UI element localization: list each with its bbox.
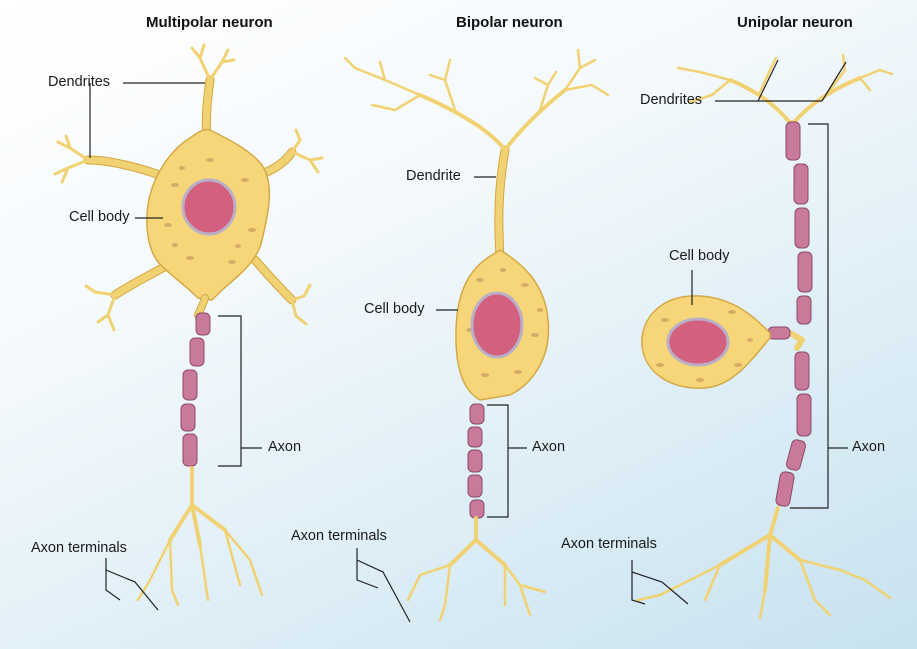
label-unipolar-axon-terminals: Axon terminals bbox=[561, 536, 657, 552]
title-bipolar-neuron: Bipolar neuron bbox=[456, 14, 563, 31]
label-unipolar-dendrites: Dendrites bbox=[640, 92, 703, 108]
label-bipolar-dendrite: Dendrite bbox=[406, 168, 461, 184]
multipolar-nucleus bbox=[181, 178, 237, 236]
multipolar-axon-terminals bbox=[136, 466, 264, 607]
bipolar-leader-lines bbox=[356, 176, 527, 623]
label-bipolar-cell-body: Cell body bbox=[364, 301, 425, 317]
unipolar-myelin-sheath-upper bbox=[785, 121, 813, 325]
multipolar-cytoplasm-specks bbox=[164, 158, 256, 264]
bipolar-dendrite-tree bbox=[343, 48, 610, 263]
label-multipolar-dendrites: Dendrites bbox=[48, 74, 111, 90]
label-bipolar-axon-terminals: Axon terminals bbox=[291, 528, 387, 544]
label-multipolar-axon: Axon bbox=[268, 439, 302, 455]
bipolar-nucleus bbox=[470, 291, 524, 359]
bipolar-neuron bbox=[343, 48, 610, 623]
multipolar-leader-lines bbox=[89, 82, 262, 611]
unipolar-cytoplasm-specks bbox=[656, 310, 753, 382]
bipolar-myelin-sheath bbox=[467, 403, 485, 519]
unipolar-myelin-sheath-lower bbox=[775, 351, 812, 507]
title-multipolar-neuron: Multipolar neuron bbox=[146, 14, 273, 31]
label-unipolar-cell-body: Cell body bbox=[669, 248, 730, 264]
multipolar-myelin-sheath bbox=[180, 312, 211, 467]
unipolar-neuron bbox=[631, 53, 894, 620]
unipolar-nucleus bbox=[666, 317, 730, 367]
bipolar-axon-terminals bbox=[406, 516, 547, 622]
label-multipolar-axon-terminals: Axon terminals bbox=[31, 540, 127, 556]
title-unipolar-neuron: Unipolar neuron bbox=[737, 14, 853, 31]
unipolar-dendrite-tree bbox=[676, 53, 894, 127]
label-multipolar-cell-body: Cell body bbox=[69, 209, 130, 225]
label-bipolar-axon: Axon bbox=[532, 439, 566, 455]
unipolar-axon-terminals bbox=[636, 506, 892, 620]
label-unipolar-axon: Axon bbox=[852, 439, 886, 455]
unipolar-stalk-myelin bbox=[767, 326, 791, 340]
unipolar-leader-lines bbox=[631, 59, 848, 605]
multipolar-neuron bbox=[53, 43, 324, 611]
